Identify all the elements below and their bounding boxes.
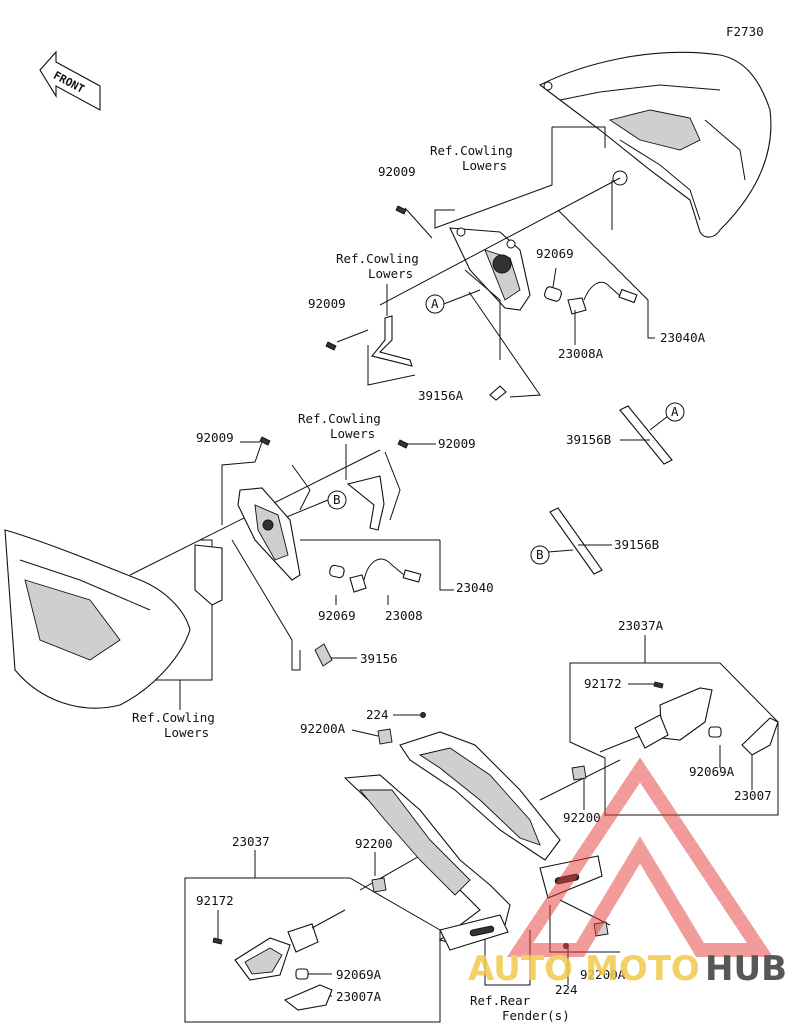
label-39156B-b: 39156B <box>614 537 659 552</box>
label-224-b: 224 <box>555 982 578 997</box>
watermark: AUTO MOTO HUB <box>468 757 787 989</box>
label-23037: 23037 <box>232 834 270 849</box>
rear-turn-signal-23037A <box>599 681 779 756</box>
bracket-upper <box>371 315 413 367</box>
marker-B-strip-label: B <box>536 547 544 562</box>
marker-A-upper-label: A <box>431 296 439 311</box>
figure-code: F2730 <box>726 24 764 39</box>
turn-signal-unit-23040A <box>449 227 638 315</box>
front-arrow: FRONT <box>39 50 101 111</box>
label-39156: 39156 <box>360 651 398 666</box>
label-23007: 23007 <box>734 788 772 803</box>
label-92009-a: 92009 <box>378 164 416 179</box>
label-92069A-b: 92069A <box>336 967 382 982</box>
label-23008: 23008 <box>385 608 423 623</box>
label-92200A-b: 92200A <box>580 967 626 982</box>
label-23040A: 23040A <box>660 330 706 345</box>
lower-cowling-left <box>4 529 223 709</box>
label-23037A: 23037A <box>618 618 664 633</box>
strip-39156B-a: A 39156B <box>566 402 685 465</box>
pad-39156 <box>314 643 333 667</box>
label-92069-b: 92069 <box>318 608 356 623</box>
strip-39156B-b: B 39156B <box>530 507 659 575</box>
watermark-auto: AUTO <box>468 949 573 989</box>
bracket-middle <box>346 475 385 531</box>
label-92009-c: 92009 <box>196 430 234 445</box>
marker-A-strip-label: A <box>671 404 679 419</box>
label-224-a: 224 <box>366 707 389 722</box>
marker-B-middle-label: B <box>333 492 341 507</box>
label-92009-d: 92009 <box>438 436 476 451</box>
label-23008A: 23008A <box>558 346 604 361</box>
watermark-hub: HUB <box>705 949 787 989</box>
label-92172-a: 92172 <box>584 676 622 691</box>
label-92200-b: 92200 <box>355 836 393 851</box>
label-23040: 23040 <box>456 580 494 595</box>
turn-signal-unit-23040 <box>237 487 422 593</box>
label-92200-a: 92200 <box>563 810 601 825</box>
label-23007A: 23007A <box>336 989 382 1004</box>
screws-middle <box>259 436 409 449</box>
rear-turn-signal-23037 <box>212 909 346 1011</box>
label-92009-b: 92009 <box>308 296 346 311</box>
label-39156B-a: 39156B <box>566 432 611 447</box>
label-39156A: 39156A <box>418 388 464 403</box>
upper-cowling <box>538 51 772 238</box>
label-92069-a: 92069 <box>536 246 574 261</box>
label-92172-b: 92172 <box>196 893 234 908</box>
lower-labels: 23037A 92172 224 92200A 92069A 23007 922… <box>196 618 772 1023</box>
upper-leaders <box>336 126 655 398</box>
label-92069A-a: 92069A <box>689 764 735 779</box>
marker-A-upper <box>425 294 445 314</box>
label-92200A-a: 92200A <box>300 721 346 736</box>
screws-upper <box>325 205 407 351</box>
pad-39156A <box>489 385 507 401</box>
watermark-moto: MOTO <box>585 949 700 989</box>
